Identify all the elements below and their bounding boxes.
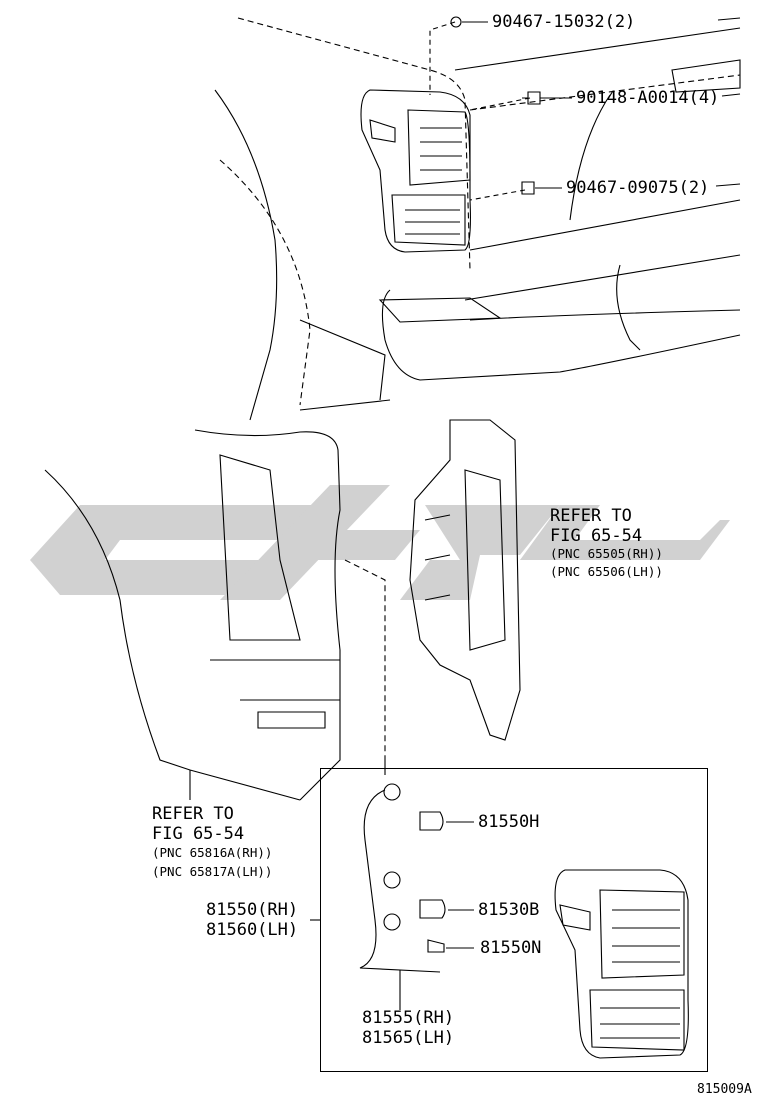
exploded-view-box	[320, 768, 708, 1072]
part-label-90148-a0014[interactable]: 90148-A0014(4)	[576, 88, 720, 108]
bulb-icon-81550n	[427, 939, 445, 953]
wire-harness	[359, 789, 441, 973]
fender-outline-lower	[44, 469, 301, 801]
tail-lamp-assembly	[554, 869, 689, 1059]
watermark-logo	[30, 485, 730, 600]
refer-lower-pnc1: (PNC 65816A(RH))	[152, 845, 273, 860]
bumper-inner	[219, 454, 301, 641]
leader-09075-dashed	[469, 189, 526, 201]
fender-lower	[299, 399, 391, 411]
socket-icon-2	[383, 871, 401, 889]
clip-icon-1	[450, 16, 462, 28]
clip-icon-3	[521, 181, 535, 195]
part-label-81550-rh[interactable]: 81550(RH)	[206, 900, 299, 920]
bed-rail	[454, 27, 741, 71]
refer-lower-line1: REFER TO	[152, 804, 234, 824]
wheel-arch-outer	[219, 159, 311, 406]
part-label-81565-lh[interactable]: 81565(LH)	[362, 1028, 455, 1048]
refer-upper-line1: REFER TO	[550, 506, 632, 526]
part-label-90467-09075[interactable]: 90467-09075(2)	[566, 178, 710, 198]
bumper-end	[616, 264, 641, 351]
bracket-detail	[424, 514, 451, 601]
refer-upper-pnc1: (PNC 65505(RH))	[550, 546, 663, 561]
part-label-81555-rh[interactable]: 81555(RH)	[362, 1008, 455, 1028]
bracket-inner	[464, 469, 506, 651]
socket-icon-1	[383, 783, 401, 801]
part-label-90467-15032[interactable]: 90467-15032(2)	[492, 12, 636, 32]
refer-lower-pnc2: (PNC 65817A(LH))	[152, 864, 273, 879]
edge-line-right2	[721, 93, 741, 97]
leader-15032-dashed	[429, 21, 456, 95]
part-label-81530b[interactable]: 81530B	[478, 900, 540, 920]
bulb-icon-81530b	[419, 899, 446, 919]
refer-upper-line2[interactable]: FIG 65-54	[550, 526, 643, 546]
part-label-81550h[interactable]: 81550H	[478, 812, 540, 832]
refer-upper-pnc2: (PNC 65506(LH))	[550, 564, 663, 579]
refer-lower-line2[interactable]: FIG 65-54	[152, 824, 245, 844]
bulb-icon-81550h	[419, 811, 444, 831]
bumper-body	[381, 289, 741, 381]
bumper-lower	[469, 309, 741, 321]
edge-line-right3	[715, 183, 741, 187]
tailgate-panel	[671, 59, 741, 93]
bedside-top-edge	[237, 17, 471, 271]
leader-a0014-dashed	[469, 97, 531, 111]
bumper-mid	[464, 254, 741, 301]
tailgate-top	[469, 74, 741, 111]
part-label-81550n[interactable]: 81550N	[480, 938, 542, 958]
line-art	[44, 16, 741, 1059]
reflector-slot	[257, 711, 326, 729]
bumper-top	[469, 199, 741, 251]
bumper-step	[378, 297, 502, 323]
bumper-side	[194, 429, 341, 801]
bracket	[409, 419, 521, 741]
socket-icon-3	[383, 913, 401, 931]
edge-line-right1	[717, 17, 741, 21]
tail-lamp-installed	[360, 89, 471, 253]
diagram-code: 815009A	[697, 1082, 752, 1097]
bolt-icon-2	[522, 91, 541, 105]
tailgate-curve	[569, 94, 611, 221]
part-label-81560-lh[interactable]: 81560(LH)	[206, 920, 299, 940]
leader-socket-dashed	[344, 559, 386, 760]
bumper-bottom	[210, 659, 340, 701]
wheel-arch-upper	[214, 89, 278, 421]
fender-line	[299, 319, 386, 401]
